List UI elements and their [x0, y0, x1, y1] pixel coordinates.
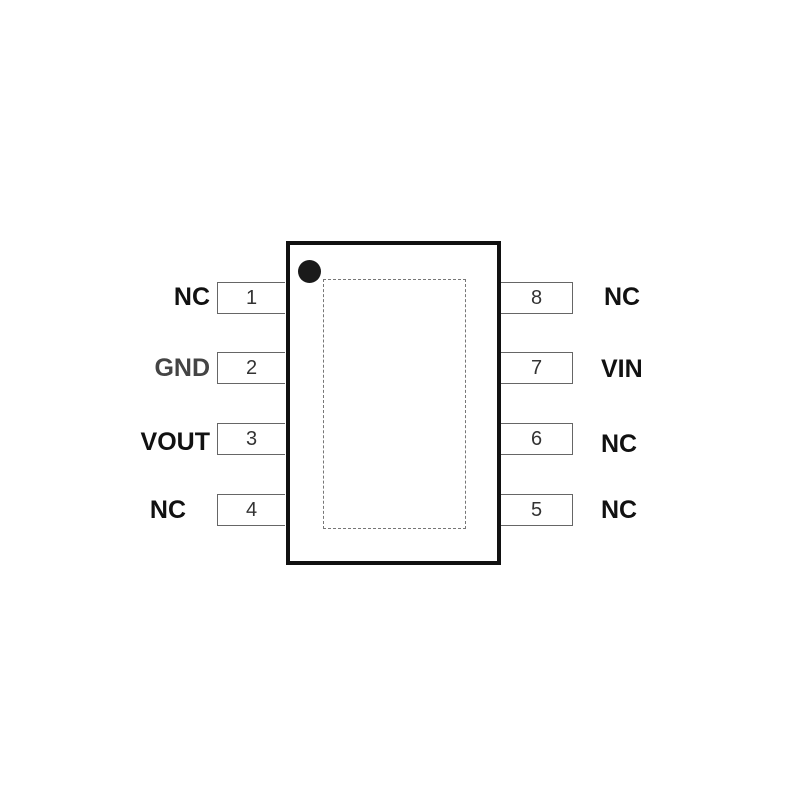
exposed-thermal-pad [323, 279, 466, 529]
pin-7: 7 [501, 352, 573, 384]
pin-8: 8 [501, 282, 573, 314]
pin-2: 2 [217, 352, 285, 384]
pin-5: 5 [501, 494, 573, 526]
pin-6-label: NC [601, 430, 638, 458]
pin-1: 1 [217, 282, 285, 314]
pin-3-label: VOUT [140, 428, 210, 456]
pin-4-label: NC [149, 496, 186, 524]
pin-3: 3 [217, 423, 285, 455]
pin-4: 4 [217, 494, 285, 526]
pin-1-label: NC [173, 283, 210, 311]
pin-7-label: VIN [601, 355, 643, 383]
pin-6: 6 [501, 423, 573, 455]
pin1-indicator-dot [298, 260, 321, 283]
pin-5-label: NC [601, 496, 638, 524]
pin-8-label: NC [604, 283, 641, 311]
pin-2-label: GND [154, 354, 210, 382]
